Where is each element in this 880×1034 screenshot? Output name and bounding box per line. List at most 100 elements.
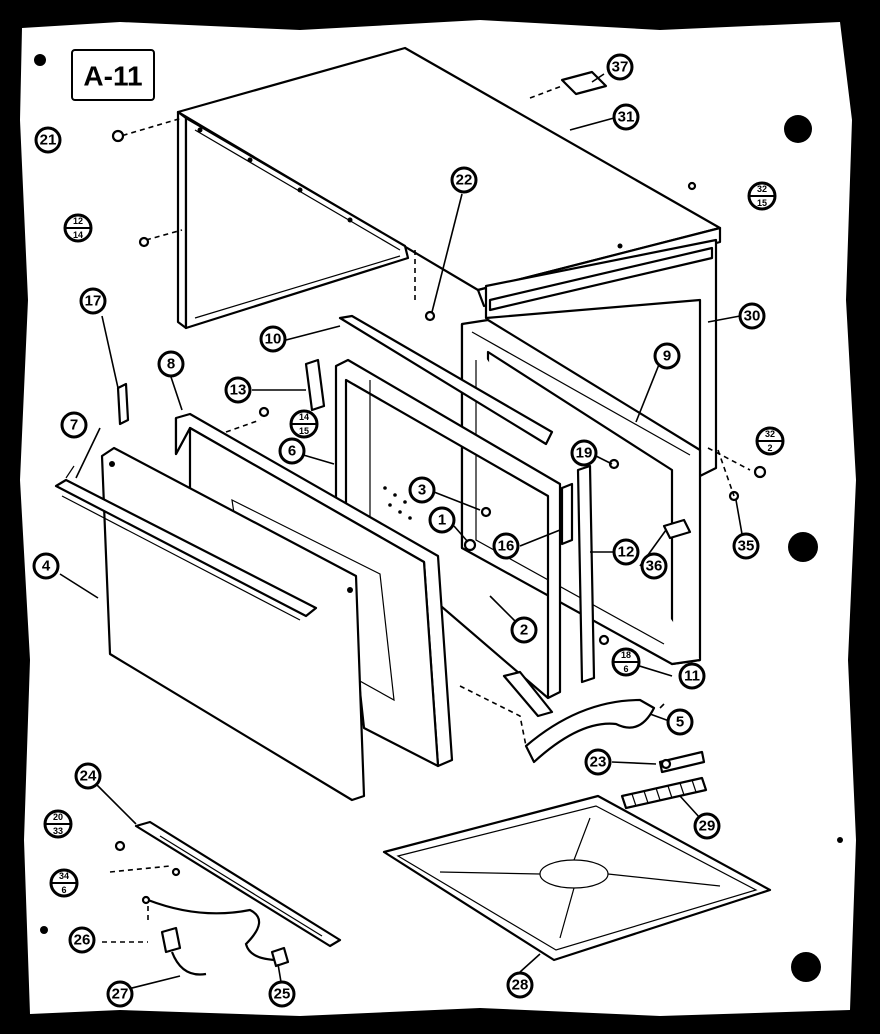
- callout-31-label: 31: [618, 109, 635, 126]
- callout-fraction-bottom-1-bottom: 33: [53, 826, 63, 836]
- label-plate-part: [560, 70, 608, 96]
- callout-fraction-left-bottom: 14: [73, 230, 83, 240]
- callout-11: 11: [678, 662, 706, 690]
- callout-22-label: 22: [456, 172, 473, 189]
- callout-23: 23: [584, 748, 612, 776]
- callout-35: 35: [732, 532, 760, 560]
- callout-9-label: 9: [663, 348, 671, 365]
- callout-12-label: 12: [618, 544, 635, 561]
- callout-27: 27: [106, 980, 134, 1008]
- bracket-17-part: [116, 382, 130, 426]
- bracket-13-part: [304, 358, 326, 412]
- callout-fraction-rear-top: 32: [765, 429, 775, 439]
- diagram-title: A-11: [83, 61, 142, 92]
- callout-7-label: 7: [70, 417, 78, 434]
- callout-25-label: 25: [274, 986, 291, 1003]
- callout-17-label: 17: [85, 293, 102, 310]
- callout-27-label: 27: [112, 986, 129, 1003]
- callout-fraction-bottom-2: 34 6: [49, 868, 79, 898]
- callout-30-label: 30: [744, 308, 761, 325]
- callout-2: 2: [510, 616, 538, 644]
- wiring-harness-part: [147, 898, 290, 976]
- callout-4: 4: [32, 552, 60, 580]
- callout-6-label: 6: [288, 443, 296, 460]
- callout-fraction-rail-top: 18: [621, 650, 631, 660]
- hinge-arm-part: [524, 698, 656, 764]
- top-rail-part: [338, 314, 554, 446]
- bottom-tray-part: [382, 794, 772, 962]
- callout-29-label: 29: [699, 818, 716, 835]
- callout-8-label: 8: [167, 356, 175, 373]
- door-handle-part: [54, 465, 318, 621]
- callout-25: 25: [268, 980, 296, 1008]
- callout-fraction-top-right-bottom: 15: [757, 198, 767, 208]
- callout-12: 12: [612, 538, 640, 566]
- callout-fraction-rear: 32 2: [755, 426, 785, 456]
- callout-16-label: 16: [498, 538, 515, 555]
- fasteners: [111, 129, 767, 905]
- callout-fraction-bottom-2-bottom: 6: [61, 885, 66, 895]
- callout-28-label: 28: [512, 977, 529, 994]
- bottom-bracket-part: [134, 820, 342, 948]
- callout-fraction-door-top: 14: [299, 412, 309, 422]
- callout-fraction-rear-bottom: 2: [767, 443, 772, 453]
- callout-13-label: 13: [230, 382, 247, 399]
- callout-5: 5: [666, 708, 694, 736]
- callout-fraction-bottom-2-top: 34: [59, 871, 69, 881]
- callout-26-label: 26: [74, 932, 91, 949]
- side-bar-16-part: [560, 482, 574, 546]
- callout-21-label: 21: [40, 132, 57, 149]
- pin-23-part: [658, 750, 706, 774]
- callout-37: 37: [606, 53, 634, 81]
- assembly-lines: [102, 85, 751, 943]
- callout-23-label: 23: [590, 754, 607, 771]
- callout-37-label: 37: [612, 59, 629, 76]
- callout-7: 7: [60, 411, 88, 439]
- hinge-bracket-part: [502, 670, 554, 718]
- callout-17: 17: [79, 287, 107, 315]
- clip-36-part: [662, 518, 692, 540]
- callout-fraction-left-top: 12: [73, 216, 83, 226]
- callout-fraction-bottom-1: 20 33: [43, 809, 73, 839]
- callout-36: 36: [640, 552, 668, 580]
- side-rail-12-part: [576, 464, 596, 684]
- scan-speckles: [34, 54, 843, 982]
- callout-fraction-door: 14 15: [289, 409, 319, 439]
- callout-29: 29: [693, 812, 721, 840]
- callout-24: 24: [74, 762, 102, 790]
- callout-fraction-top-right: 32 15: [747, 181, 777, 211]
- callout-4-label: 4: [42, 558, 51, 575]
- callout-36-label: 36: [646, 558, 663, 575]
- leader-lines: [59, 73, 743, 991]
- callout-5-label: 5: [676, 714, 684, 731]
- callout-30: 30: [738, 302, 766, 330]
- callout-19-label: 19: [576, 445, 593, 462]
- callout-35-label: 35: [738, 538, 755, 555]
- callout-3-label: 3: [418, 482, 426, 499]
- callout-6: 6: [278, 437, 306, 465]
- spring-29-part: [620, 776, 708, 810]
- callout-28: 28: [506, 971, 534, 999]
- callout-13: 13: [224, 376, 252, 404]
- callout-fraction-rail-bottom: 6: [623, 664, 628, 674]
- callout-fraction-rail: 18 6: [611, 647, 641, 677]
- callout-3: 3: [408, 476, 436, 504]
- callout-1: 1: [428, 506, 456, 534]
- callout-11-label: 11: [684, 668, 700, 685]
- callout-fraction-left: 12 14: [63, 213, 93, 243]
- footer-code: A-9: [84, 1017, 101, 1029]
- callout-8: 8: [157, 350, 185, 378]
- callout-fraction-top-right-top: 32: [757, 184, 767, 194]
- callout-16: 16: [492, 532, 520, 560]
- callout-21: 21: [34, 126, 62, 154]
- callout-26: 26: [68, 926, 96, 954]
- callout-10: 10: [259, 325, 287, 353]
- callout-fraction-door-bottom: 15: [299, 426, 309, 436]
- callout-2-label: 2: [520, 622, 528, 639]
- callout-9: 9: [653, 342, 681, 370]
- callout-1-label: 1: [438, 512, 446, 529]
- callout-fraction-bottom-1-top: 20: [53, 812, 63, 822]
- title-block: A-11: [71, 49, 155, 101]
